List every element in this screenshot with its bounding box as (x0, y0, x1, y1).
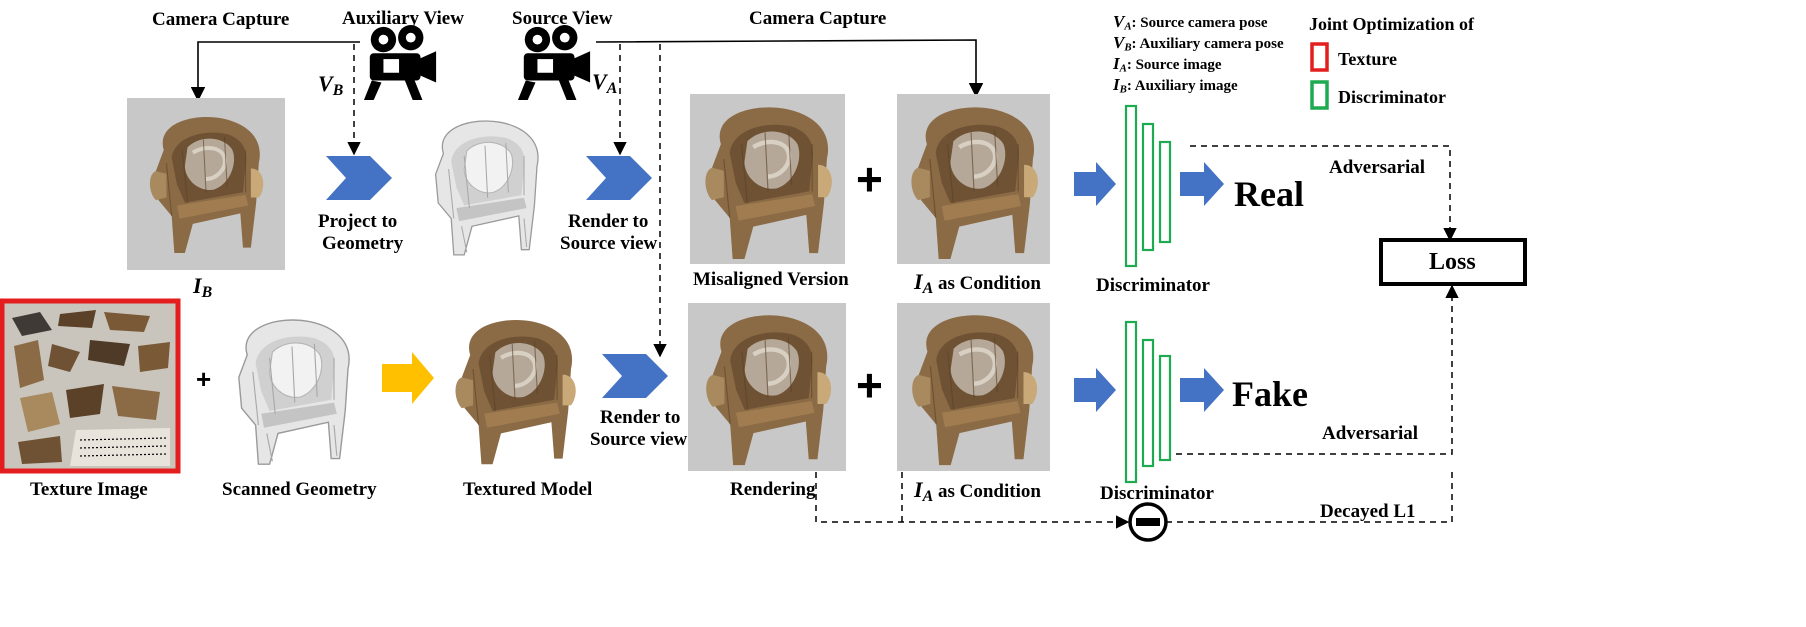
render-chevron-bottom (602, 354, 668, 398)
discriminator-bottom (1124, 320, 1172, 484)
render-chevron-top (586, 156, 652, 200)
scanned-geometry-chair (238, 319, 350, 465)
source-view-top-label: Source view (560, 233, 658, 254)
adversarial-path-top (1190, 145, 1457, 242)
source-view-label: Source View (512, 8, 613, 29)
ia-condition-top-label: IA as Condition (914, 269, 1041, 298)
camera-capture-right-label: Camera Capture (749, 8, 887, 29)
texture-apply-arrow (382, 352, 434, 404)
loss-box (1379, 238, 1527, 286)
textured-model-chair (456, 320, 576, 464)
va-symbol: VA (592, 69, 618, 97)
real-label: Real (1234, 174, 1304, 214)
scanned-geometry-label: Scanned Geometry (222, 479, 377, 500)
legend-discriminator-label: Discriminator (1338, 87, 1446, 107)
project-to-label: Project to (318, 211, 398, 232)
adversarial-path-bottom (1176, 284, 1459, 455)
legend-title: Joint Optimization of (1309, 14, 1474, 34)
to-discriminator-arrow-bottom (1074, 368, 1116, 412)
source-view-bottom-label: Source view (590, 429, 688, 450)
to-discriminator-arrow-top (1074, 162, 1116, 206)
projected-geometry-chair (434, 120, 539, 256)
legend-va: VA: Source camera pose (1113, 12, 1268, 33)
fake-label: Fake (1232, 374, 1308, 414)
ib-symbol: IB (193, 273, 213, 301)
source-camera-icon (517, 24, 591, 101)
discriminator-out-arrow-bottom (1180, 368, 1224, 412)
auxiliary-view-label: Auxiliary View (342, 8, 464, 29)
plus-sign-top: + (856, 153, 883, 205)
source-capture-arrow (595, 39, 984, 98)
loss-label: Loss (1429, 249, 1476, 275)
legend-texture-swatch (1310, 42, 1329, 72)
adversarial-top-label: Adversarial (1329, 157, 1426, 178)
discriminator-top (1124, 104, 1172, 268)
adversarial-bottom-label: Adversarial (1322, 423, 1419, 444)
subtract-icon-bar (1136, 518, 1160, 526)
discriminator-bottom-label: Discriminator (1100, 483, 1214, 504)
l1-path-to-loss (1166, 470, 1453, 523)
plus-sign-bottom: + (856, 359, 883, 411)
legend-discriminator-swatch (1310, 80, 1329, 110)
discriminator-out-arrow-top (1180, 162, 1224, 206)
discriminator-top-label: Discriminator (1096, 275, 1210, 296)
camera-capture-left-label: Camera Capture (152, 9, 290, 30)
texture-image-label: Texture Image (30, 479, 148, 500)
render-to-top-label: Render to (568, 211, 649, 232)
project-chevron (326, 156, 392, 200)
rendering-label: Rendering (730, 479, 816, 500)
legend-vb: VB: Auxiliary camera pose (1113, 33, 1284, 54)
decayed-l1-label: Decayed L1 (1320, 501, 1416, 522)
texture-atlas-patches (12, 310, 170, 466)
plus-sign-texture: + (196, 364, 212, 394)
ia-condition-bottom-label: IA as Condition (914, 477, 1041, 506)
legend-ib: IB: Auxiliary image (1113, 75, 1238, 96)
geometry-label: Geometry (322, 233, 404, 254)
textured-model-label: Textured Model (463, 479, 593, 500)
vb-symbol: VB (318, 71, 344, 99)
l1-path-rendering (815, 472, 1130, 529)
auxiliary-capture-arrow (190, 41, 360, 102)
legend-ia: IA: Source image (1113, 54, 1222, 75)
legend-texture-label: Texture (1338, 49, 1398, 69)
auxiliary-camera-icon (363, 24, 437, 101)
misaligned-version-label: Misaligned Version (693, 269, 849, 290)
render-to-bottom-label: Render to (600, 407, 681, 428)
